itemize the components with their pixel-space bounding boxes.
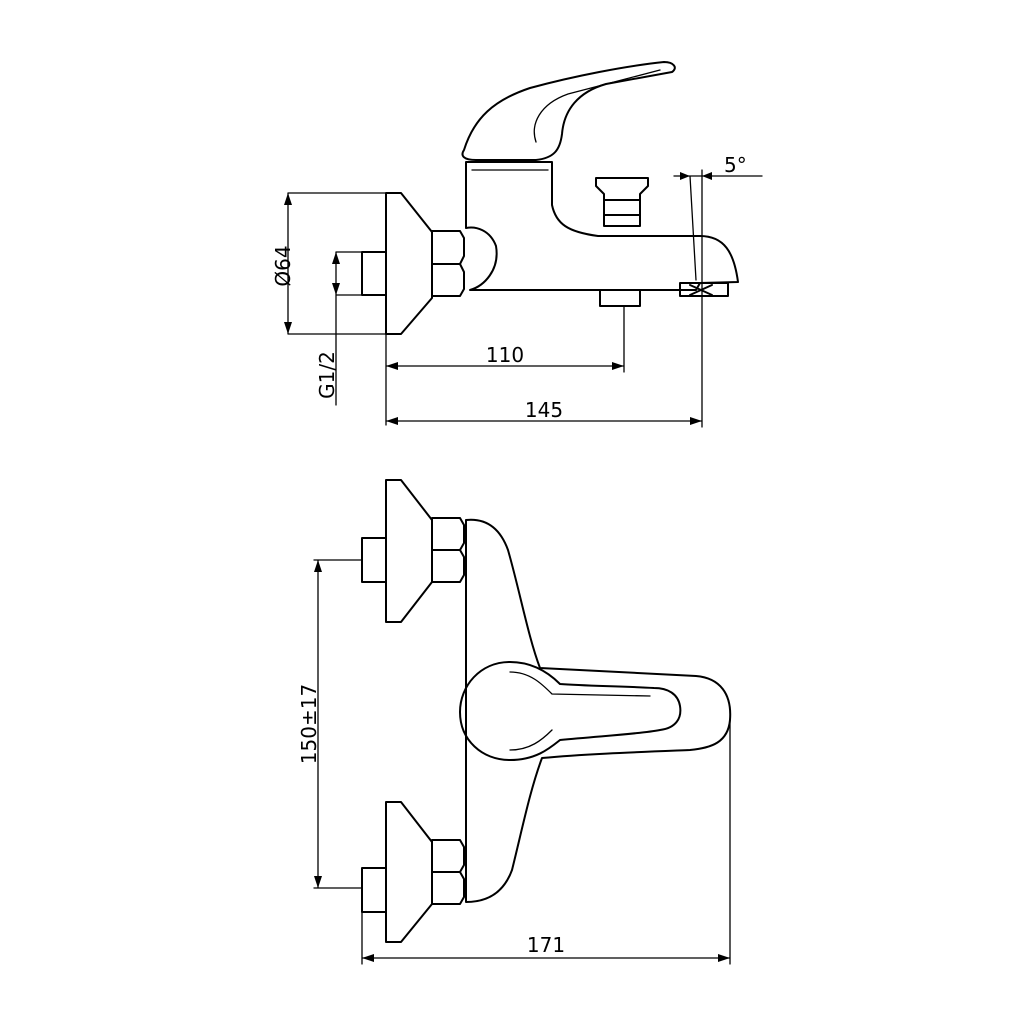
top-upper-hex-nut bbox=[431, 517, 465, 583]
side-inlet-pipe bbox=[361, 251, 387, 296]
side-diverter-bottom bbox=[599, 289, 641, 307]
top-view: 150±17 171 bbox=[297, 479, 732, 965]
dim-diameter-lines bbox=[287, 192, 387, 335]
side-lever-inner bbox=[533, 69, 661, 143]
side-aerator bbox=[679, 282, 729, 297]
dim-110-lines bbox=[385, 305, 625, 426]
dim-thread-arrows bbox=[332, 252, 340, 295]
side-view: Ø64 G1/2 110 145 5° bbox=[271, 61, 763, 428]
dim-thread-lines bbox=[335, 251, 363, 406]
dim-angle-label: 5° bbox=[724, 153, 747, 177]
side-lever-handle bbox=[461, 61, 676, 161]
dim-diameter-label: Ø64 bbox=[271, 245, 295, 286]
top-lower-pipe bbox=[361, 867, 387, 913]
dim-145-lines bbox=[385, 295, 703, 428]
dim-110-label: 110 bbox=[486, 343, 524, 367]
dim-spacing-lines bbox=[313, 559, 363, 889]
top-upper-pipe bbox=[361, 537, 387, 583]
top-mixer-body bbox=[465, 518, 732, 903]
side-diverter-knob bbox=[595, 177, 649, 227]
top-lower-hex-nut bbox=[431, 839, 465, 905]
top-upper-flange bbox=[385, 479, 433, 623]
dim-angle-lines bbox=[673, 169, 763, 297]
dim-spacing-label: 150±17 bbox=[297, 684, 321, 764]
top-handle bbox=[459, 661, 682, 761]
dim-171-lines bbox=[361, 719, 731, 965]
dim-angle-arrows bbox=[680, 172, 712, 180]
side-body bbox=[465, 161, 739, 291]
top-lower-flange bbox=[385, 801, 433, 943]
top-handle-inner bbox=[509, 671, 651, 751]
dim-145-label: 145 bbox=[525, 398, 563, 422]
side-wall-flange bbox=[385, 192, 433, 335]
dim-171-label: 171 bbox=[527, 933, 565, 957]
side-hex-nut bbox=[431, 230, 465, 297]
dim-thread-label: G1/2 bbox=[315, 351, 339, 399]
